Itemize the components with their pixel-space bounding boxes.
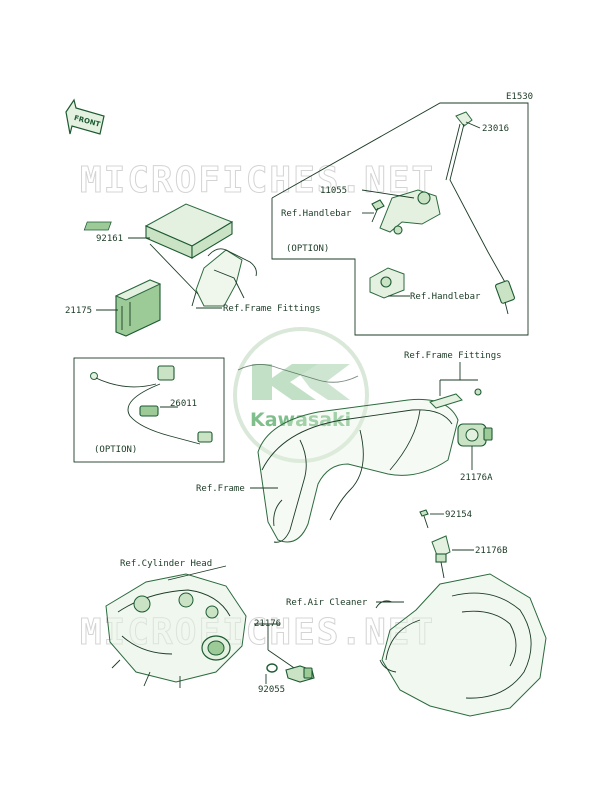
watermark-text-top: MICROFICHES.NET (80, 160, 435, 201)
label-ref-handlebar-top: Ref.Handlebar (281, 209, 352, 219)
logo-brand-name: Kawasaki (250, 409, 351, 431)
label-92055: 92055 (258, 685, 285, 695)
label-21176: 21176 (254, 619, 281, 629)
leader-11055 (361, 189, 415, 199)
sensor-group-21176a: Ref.Frame Fittings 21176A (404, 351, 502, 483)
label-11055: 11055 (320, 186, 347, 196)
label-92161: 92161 (96, 234, 123, 244)
bolt-part-92154 (419, 509, 429, 529)
bolt-icon (371, 199, 385, 223)
kawasaki-logo: Kawasaki (233, 327, 369, 463)
label-21176b: 21176B (475, 546, 508, 556)
harness-option-group: 26011 (OPTION) (73, 357, 225, 463)
logo-ring (233, 327, 369, 463)
sensor-group-21176b: 92154 21176B (419, 509, 508, 579)
logo-k-mark-right (292, 364, 350, 400)
handlebar-clamp (369, 267, 405, 299)
air-cleaner-part (375, 573, 547, 717)
cylinder-head-part (105, 573, 247, 688)
label-ref-frame-fittings-left: Ref.Frame Fittings (223, 304, 321, 314)
throttle-cable-part-23016 (445, 111, 515, 315)
label-ref-frame: Ref.Frame (196, 484, 245, 494)
temp-sensor-group: 21176 92055 (254, 619, 315, 695)
handlebar-option-group: 23016 11055 Ref.Handlebar (OPTION) Ref.H… (271, 102, 529, 336)
leader-ref-cylinder-head (167, 565, 227, 581)
option-box-outline (271, 102, 529, 336)
label-option-left: (OPTION) (94, 445, 137, 455)
label-92154: 92154 (445, 510, 472, 520)
leader-92161-b (149, 243, 199, 295)
label-option-top: (OPTION) (286, 244, 329, 254)
bracket-icon (429, 388, 482, 409)
sensor-part-21176b (431, 535, 451, 579)
ecu-unit-part-21175 (114, 279, 162, 337)
label-21176a: 21176A (460, 473, 493, 483)
label-21175: 21175 (65, 306, 92, 316)
ecu-bracket (191, 248, 257, 307)
sensor-part-21176 (285, 665, 315, 683)
label-ref-air-cleaner: Ref.Air Cleaner (286, 598, 368, 608)
option-box-left (73, 357, 225, 463)
sensor-part-21176a (457, 423, 493, 447)
label-ref-frame-fittings-right: Ref.Frame Fittings (404, 351, 502, 361)
harness-part-26011 (90, 365, 213, 445)
ecu-group: 92161 21175 Ref.Frame Fittings (65, 203, 321, 337)
label-23016: 23016 (482, 124, 509, 134)
o-ring-part-92055 (266, 663, 278, 673)
frame-part (237, 364, 459, 543)
label-ref-cylinder-head: Ref.Cylinder Head (120, 559, 212, 569)
label-26011: 26011 (170, 399, 197, 409)
diagram-code: E1530 (506, 92, 533, 102)
front-arrow-icon: FRONT (65, 98, 105, 135)
leader-23016 (465, 121, 481, 129)
label-ref-handlebar-bottom: Ref.Handlebar (410, 292, 481, 302)
ecu-cover-part-92161 (83, 203, 234, 259)
switch-bracket-part-11055 (379, 189, 441, 235)
throttle-body-port (201, 635, 231, 661)
